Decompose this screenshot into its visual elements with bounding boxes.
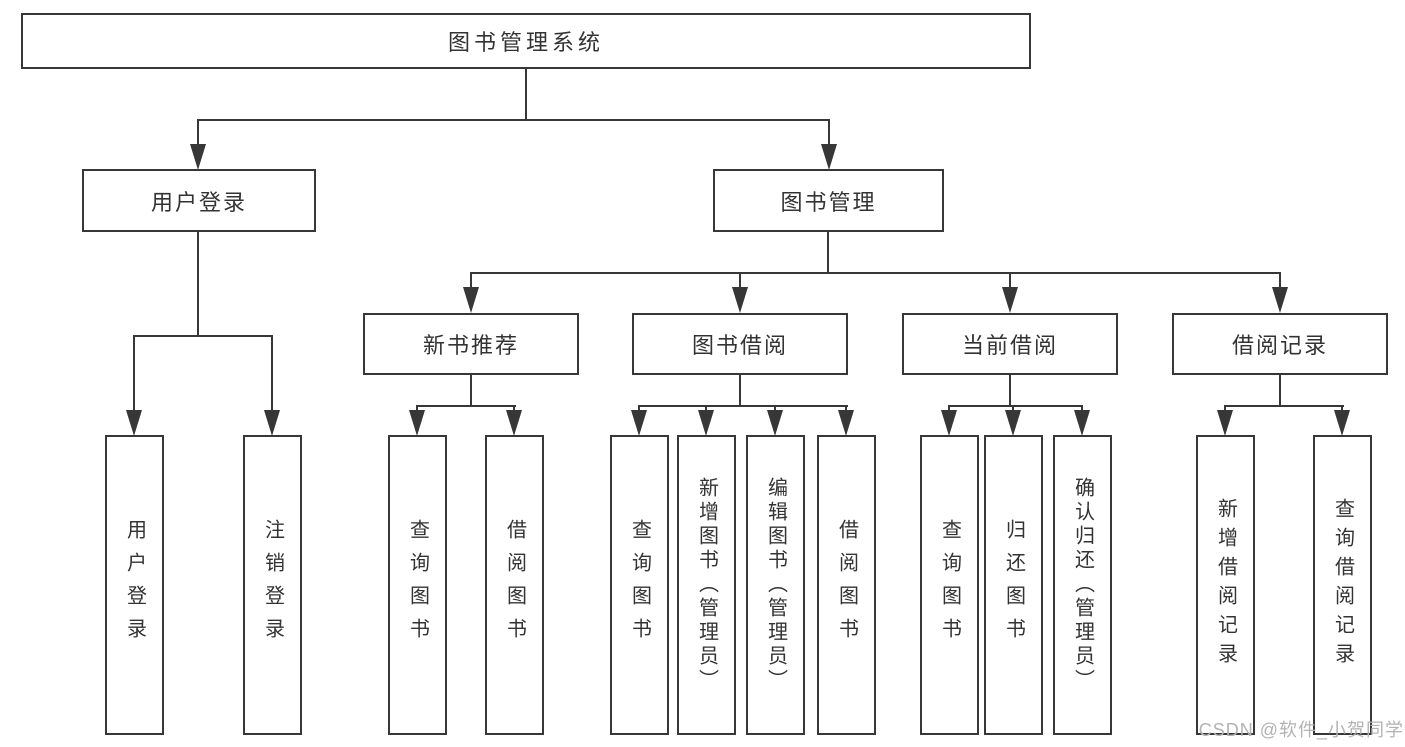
connector-line bbox=[739, 375, 741, 407]
leaf-borrow-edit-books-admin: 编辑图书（管理员） bbox=[746, 435, 805, 735]
node-label: 新书推荐 bbox=[422, 333, 519, 358]
leaf-label: 查询图书 bbox=[406, 519, 429, 651]
arrow-down-icon bbox=[1334, 410, 1350, 436]
connector-line bbox=[638, 405, 848, 407]
leaf-borrow-borrow-books: 借阅图书 bbox=[817, 435, 876, 735]
arrow-down-icon bbox=[1002, 287, 1018, 313]
arrow-down-icon bbox=[409, 410, 425, 436]
leaf-borrow-query-books: 查询图书 bbox=[610, 435, 669, 735]
connector-line bbox=[739, 272, 741, 290]
arrow-down-icon bbox=[1005, 410, 1021, 436]
arrow-down-icon bbox=[732, 287, 748, 313]
leaf-label: 查询图书 bbox=[628, 519, 651, 651]
connector-line bbox=[271, 335, 273, 413]
arrow-down-icon bbox=[190, 144, 206, 170]
connector-line bbox=[133, 335, 135, 413]
leaf-label: 查询图书 bbox=[938, 519, 961, 651]
connector-line bbox=[1279, 375, 1281, 407]
connector-line bbox=[1224, 405, 1344, 407]
connector-line bbox=[197, 119, 830, 121]
arrow-down-icon bbox=[941, 410, 957, 436]
leaf-recommend-query-books: 查询图书 bbox=[388, 435, 447, 735]
connector-line bbox=[1279, 272, 1281, 290]
node-label: 图书借阅 bbox=[691, 333, 788, 358]
connector-line bbox=[133, 335, 273, 337]
leaf-label: 用户登录 bbox=[123, 519, 146, 651]
leaf-current-confirm-return-admin: 确认归还（管理员） bbox=[1053, 435, 1112, 735]
leaf-label: 新增图书（管理员） bbox=[695, 477, 718, 693]
connector-line bbox=[1009, 375, 1011, 407]
leaf-records-query-borrow-record: 查询借阅记录 bbox=[1313, 435, 1372, 735]
node-label: 借阅记录 bbox=[1231, 333, 1328, 358]
node-label: 图书管理 bbox=[780, 189, 877, 215]
node-label: 用户登录 bbox=[150, 189, 247, 215]
leaf-label: 确认归还（管理员） bbox=[1071, 477, 1094, 693]
arrow-down-icon bbox=[838, 410, 854, 436]
arrow-down-icon bbox=[264, 410, 280, 436]
connector-line bbox=[470, 375, 472, 407]
leaf-label: 借阅图书 bbox=[503, 519, 526, 651]
arrow-down-icon bbox=[1217, 410, 1233, 436]
connector-line bbox=[416, 405, 516, 407]
leaf-recommend-borrow-books: 借阅图书 bbox=[485, 435, 544, 735]
arrow-down-icon bbox=[463, 287, 479, 313]
node-book-management: 图书管理 bbox=[713, 169, 944, 232]
arrow-down-icon bbox=[631, 410, 647, 436]
arrow-down-icon bbox=[1272, 287, 1288, 313]
leaf-label: 注销登录 bbox=[261, 519, 284, 651]
connector-line bbox=[828, 119, 830, 149]
csdn-watermark: CSDN @软件_小贺同学 bbox=[1198, 720, 1404, 740]
node-label: 图书管理系统 bbox=[447, 30, 604, 55]
leaf-label: 归还图书 bbox=[1002, 519, 1025, 651]
arrow-down-icon bbox=[506, 410, 522, 436]
connector-line bbox=[197, 119, 199, 149]
leaf-label: 借阅图书 bbox=[835, 519, 858, 651]
arrow-down-icon bbox=[821, 144, 837, 170]
leaf-records-add-borrow-record: 新增借阅记录 bbox=[1196, 435, 1255, 735]
arrow-down-icon bbox=[767, 410, 783, 436]
arrow-down-icon bbox=[126, 410, 142, 436]
node-borrow-records: 借阅记录 bbox=[1172, 313, 1388, 375]
node-new-book-recommend: 新书推荐 bbox=[363, 313, 579, 375]
leaf-user-login: 用户登录 bbox=[105, 435, 164, 735]
node-label: 当前借阅 bbox=[961, 333, 1058, 358]
arrow-down-icon bbox=[1074, 410, 1090, 436]
connector-line bbox=[948, 405, 1083, 407]
leaf-borrow-add-books-admin: 新增图书（管理员） bbox=[677, 435, 736, 735]
node-library-management-system: 图书管理系统 bbox=[21, 13, 1031, 69]
node-current-borrow: 当前借阅 bbox=[902, 313, 1118, 375]
leaf-label: 查询借阅记录 bbox=[1331, 498, 1354, 672]
arrow-down-icon bbox=[698, 410, 714, 436]
connector-line bbox=[827, 232, 829, 274]
connector-line bbox=[470, 272, 1281, 274]
connector-line bbox=[525, 69, 527, 121]
leaf-label: 新增借阅记录 bbox=[1214, 498, 1237, 672]
leaf-current-query-books: 查询图书 bbox=[920, 435, 979, 735]
leaf-current-return-books: 归还图书 bbox=[984, 435, 1043, 735]
node-book-borrow: 图书借阅 bbox=[632, 313, 848, 375]
leaf-logout: 注销登录 bbox=[243, 435, 302, 735]
connector-line bbox=[1009, 272, 1011, 290]
node-user-login: 用户登录 bbox=[82, 169, 316, 232]
leaf-label: 编辑图书（管理员） bbox=[764, 477, 787, 693]
connector-line bbox=[197, 232, 199, 337]
connector-line bbox=[470, 272, 472, 290]
